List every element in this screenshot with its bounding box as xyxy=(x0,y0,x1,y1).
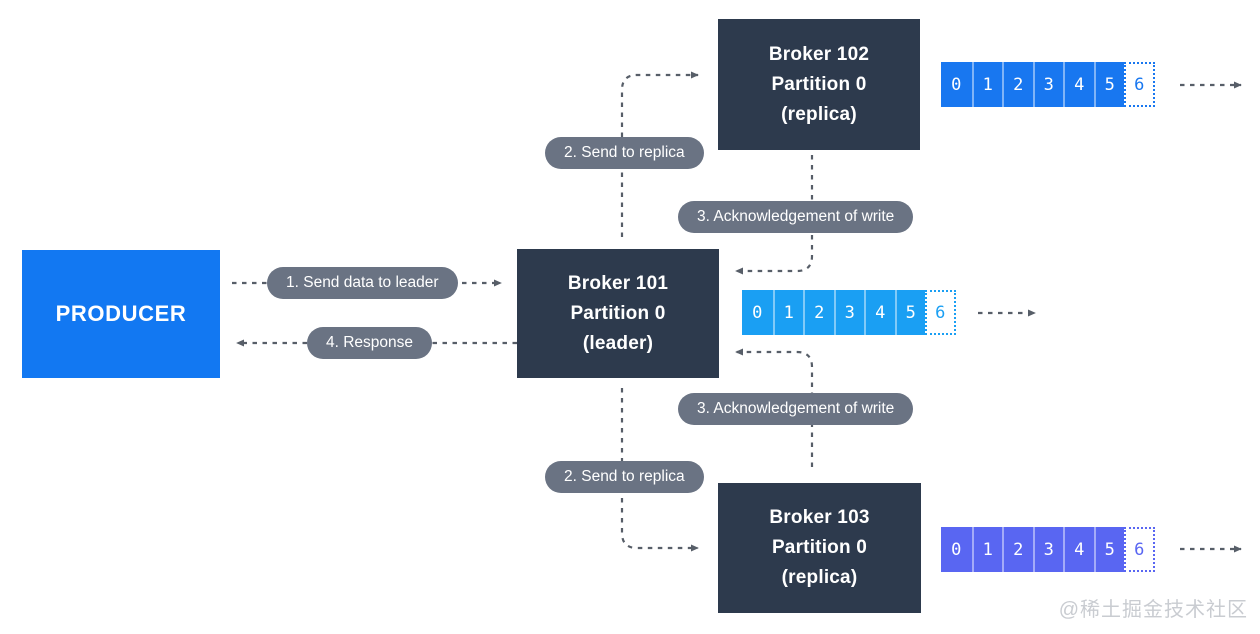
log-cell: 1 xyxy=(971,62,1002,107)
step-4-response-label: 4. Response xyxy=(307,327,433,359)
broker-101-title: Broker 101 xyxy=(567,272,669,294)
log-cell: 4 xyxy=(1063,62,1094,107)
log-cell: 0 xyxy=(941,62,972,107)
log-cell: 4 xyxy=(1063,527,1094,572)
broker-103-partition: Partition 0 xyxy=(771,537,868,558)
log-cell: 1 xyxy=(971,527,1002,572)
step-3-ack-top-label: 3. Acknowledgement of write xyxy=(678,201,914,233)
step-2-send-replica-top-label: 2. Send to replica xyxy=(545,137,704,169)
producer-box: PRODUCER xyxy=(22,250,220,378)
log-cell: 5 xyxy=(894,290,925,335)
broker-102-box: Broker 102 Partition 0 (replica) xyxy=(718,19,920,150)
step-3-ack-bottom-label: 3. Acknowledgement of write xyxy=(678,393,914,425)
log-cell: 5 xyxy=(1093,527,1124,572)
log-cell: 1 xyxy=(772,290,803,335)
log-cell: 2 xyxy=(1002,62,1033,107)
log-cell: 0 xyxy=(941,527,972,572)
broker-101-box: Broker 101 Partition 0 (leader) xyxy=(517,249,719,378)
log-cell: 0 xyxy=(742,290,773,335)
log-next-offset-cell: 6 xyxy=(1124,527,1155,572)
broker-101-partition: Partition 0 xyxy=(570,302,666,324)
broker-103-title: Broker 103 xyxy=(769,507,870,528)
partition-log-broker-102: 0 1 2 3 4 5 6 xyxy=(941,62,1155,107)
log-cell: 5 xyxy=(1093,62,1124,107)
broker-103-role: (replica) xyxy=(781,567,858,588)
log-cell: 3 xyxy=(833,290,864,335)
log-next-offset-cell: 6 xyxy=(1124,62,1155,107)
log-cell: 2 xyxy=(1002,527,1033,572)
arrow-leader-to-broker102 xyxy=(620,71,699,237)
partition-log-broker-103: 0 1 2 3 4 5 6 xyxy=(941,527,1155,572)
log-cell: 3 xyxy=(1032,527,1063,572)
broker-103-box: Broker 103 Partition 0 (replica) xyxy=(718,483,921,613)
log-cell: 4 xyxy=(864,290,895,335)
log-cell: 2 xyxy=(803,290,834,335)
log-cell: 3 xyxy=(1032,62,1063,107)
step-1-send-data-label: 1. Send data to leader xyxy=(267,267,458,299)
broker-102-role: (replica) xyxy=(781,103,857,125)
log-next-offset-cell: 6 xyxy=(925,290,956,335)
arrow-ack-broker103-to-leader xyxy=(735,348,814,467)
broker-102-title: Broker 102 xyxy=(768,43,870,65)
broker-102-partition: Partition 0 xyxy=(771,73,867,95)
partition-log-broker-101: 0 1 2 3 4 5 6 xyxy=(742,290,956,335)
arrow-ack-broker102-to-leader xyxy=(735,155,814,275)
producer-label: PRODUCER xyxy=(55,301,187,326)
step-2-send-replica-bottom-label: 2. Send to replica xyxy=(545,461,704,493)
watermark-text: @稀土掘金技术社区 xyxy=(1058,599,1248,621)
broker-101-role: (leader) xyxy=(582,332,654,354)
